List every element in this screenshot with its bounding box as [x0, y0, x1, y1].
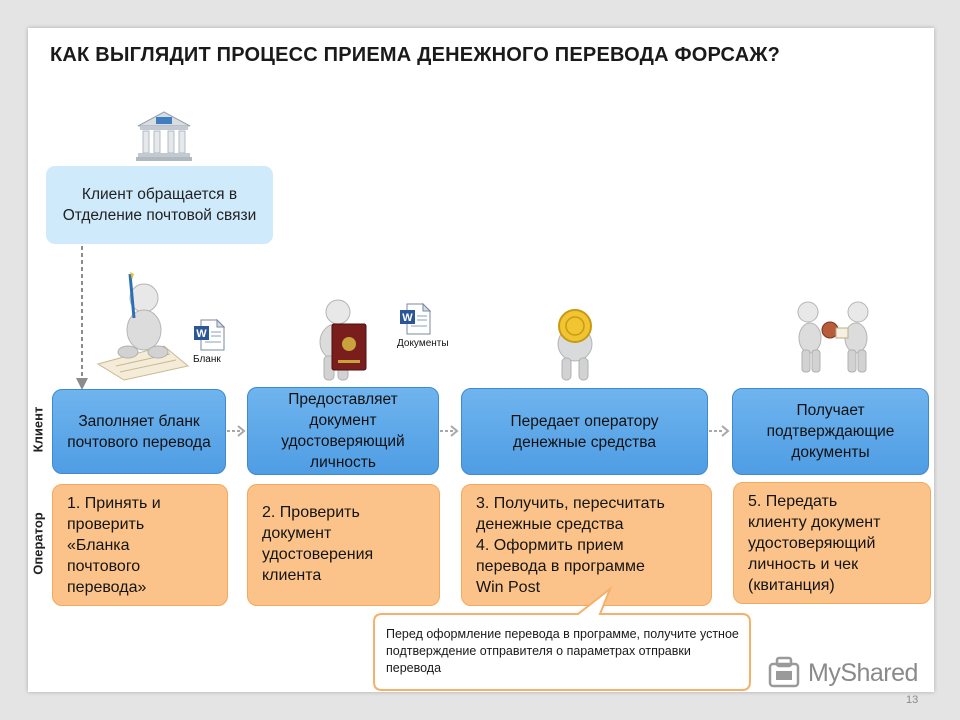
person-with-coin-figure	[557, 309, 593, 381]
operator-step-line: почтового	[67, 558, 141, 575]
operator-step-line: денежные средства	[476, 516, 624, 533]
operator-step-4: 5. Передать клиенту документ удостоверяю…	[733, 482, 931, 604]
operator-step-line: Win Post	[476, 579, 541, 596]
page-number: 13	[906, 694, 919, 706]
client-step-text: Передает оператору денежные средства	[510, 412, 659, 451]
operator-step-line: 4. Оформить прием	[476, 537, 624, 554]
operator-row-label: Оператор	[30, 512, 46, 575]
operator-step-line: личность и чек	[748, 556, 859, 573]
operator-step-line: 5. Передать	[748, 493, 838, 510]
svg-text:W: W	[196, 328, 207, 340]
myshared-logo-icon	[768, 656, 800, 688]
person-writing-figure	[96, 272, 190, 381]
word-document-icon: W	[400, 302, 431, 335]
client-step-4: Получает подтверждающие документы	[732, 388, 929, 475]
flow-arrow	[709, 425, 730, 437]
operator-step-line: 3. Получить, пересчитать	[476, 495, 665, 512]
person-with-passport-figure	[319, 299, 367, 381]
operator-step-line: проверить	[67, 516, 145, 533]
operator-step-line: перевода»	[67, 579, 147, 596]
bank-building-icon	[136, 111, 192, 161]
brand-name: MyShared	[808, 659, 918, 687]
two-people-exchange-figure	[797, 301, 869, 373]
operator-step-line: перевода в программе	[476, 558, 645, 575]
flow-arrow	[227, 425, 246, 437]
start-step-box: Клиент обращается в Отделение почтовой с…	[46, 166, 273, 244]
operator-step-line: документ	[262, 525, 332, 542]
client-row-label: Клиент	[30, 406, 46, 453]
dashed-connector	[76, 246, 88, 390]
start-step-text: Клиент обращается в Отделение почтовой с…	[62, 186, 257, 224]
operator-step-1: 1. Принять и проверить «Бланка почтового…	[52, 484, 228, 606]
client-step-3: Передает оператору денежные средства	[461, 388, 708, 475]
operator-step-line: клиента	[262, 567, 322, 584]
svg-text:W: W	[402, 312, 413, 324]
client-step-1: Заполняет бланк почтового перевода	[52, 389, 226, 474]
operator-step-line: 1. Принять и	[67, 495, 161, 512]
documents-doc-label: Документы	[397, 338, 449, 349]
form-doc-label: Бланк	[193, 354, 221, 365]
callout-bubble	[373, 586, 751, 691]
operator-step-3: 3. Получить, пересчитать денежные средст…	[461, 484, 712, 606]
client-step-text: Заполняет бланк почтового перевода	[67, 412, 211, 451]
client-step-2: Предоставляет документ удостоверяющий ли…	[247, 387, 439, 475]
word-document-icon: W	[194, 318, 225, 351]
operator-step-2: 2. Проверить документ удостоверения клие…	[247, 484, 440, 606]
operator-step-line: удостоверения	[262, 546, 374, 563]
client-step-text: Получает подтверждающие документы	[766, 402, 895, 461]
slide-title: КАК ВЫГЛЯДИТ ПРОЦЕСС ПРИЕМА ДЕНЕЖНОГО ПЕ…	[50, 44, 781, 66]
operator-step-line: клиенту документ	[748, 514, 881, 531]
operator-step-line: «Бланка	[67, 537, 130, 554]
callout-text: Перед оформление перевода в программе, п…	[386, 627, 739, 675]
operator-step-line: (квитанция)	[748, 577, 835, 594]
flow-arrow	[440, 425, 459, 437]
client-step-text: Предоставляет документ удостоверяющий ли…	[281, 391, 405, 471]
operator-step-line: удостоверяющий	[748, 535, 876, 552]
operator-step-line: 2. Проверить	[262, 504, 360, 521]
